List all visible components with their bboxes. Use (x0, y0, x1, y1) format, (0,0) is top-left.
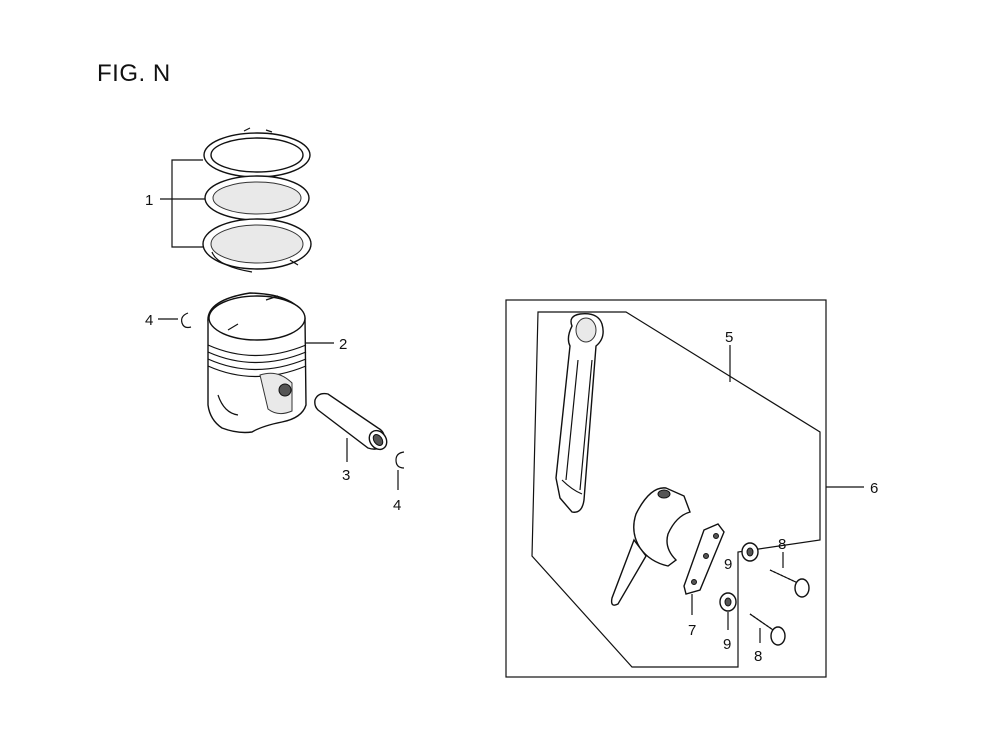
callout-9-upper: 9 (724, 556, 732, 573)
figure-title: FIG. N (97, 60, 171, 87)
piston-pin (314, 392, 388, 451)
lock-plate (683, 523, 725, 595)
callout-bracket-rings (160, 159, 205, 248)
piston-rings (202, 127, 312, 273)
washer-lower (719, 592, 737, 612)
callout-5: 5 (725, 329, 733, 346)
callout-7: 7 (688, 622, 696, 639)
connecting-rod (555, 313, 604, 513)
callout-6: 6 (870, 480, 878, 497)
bolt-lower (749, 613, 786, 646)
piston (207, 292, 307, 434)
rod-cap (610, 487, 691, 606)
bolt-upper (769, 569, 810, 598)
callout-8-upper: 8 (778, 536, 786, 553)
callout-1: 1 (145, 192, 153, 209)
callout-2: 2 (339, 336, 347, 353)
pin-clip-right (395, 451, 405, 469)
callout-3: 3 (342, 467, 350, 484)
pin-clip-left (181, 312, 192, 329)
rod-assembly-frame (505, 299, 827, 678)
callout-4-right: 4 (393, 497, 401, 514)
callout-8-lower: 8 (754, 648, 762, 665)
callout-4-left: 4 (145, 312, 153, 329)
washer-upper (741, 542, 759, 562)
callout-9-lower: 9 (723, 636, 731, 653)
